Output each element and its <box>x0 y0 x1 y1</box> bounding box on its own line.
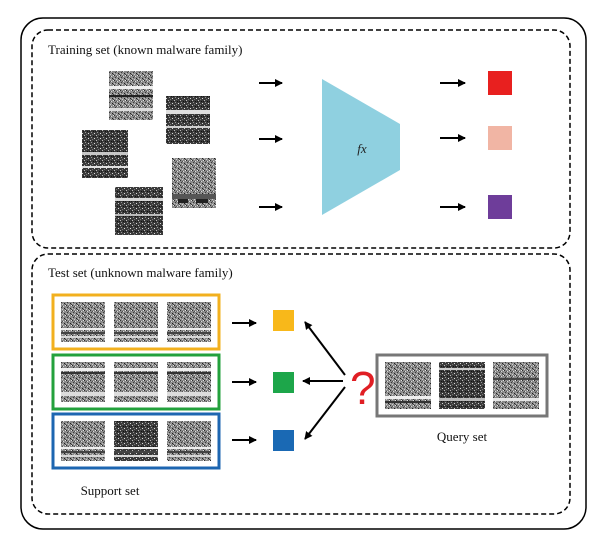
output-class-square <box>488 71 512 95</box>
question-mark: ? <box>350 362 376 414</box>
support-image <box>167 421 211 461</box>
output-class-square <box>488 195 512 219</box>
model-fx <box>322 79 400 215</box>
training-title: Training set (known malware family) <box>48 42 242 57</box>
training-image <box>109 71 153 120</box>
test-panel <box>31 253 571 515</box>
training-image <box>172 158 216 208</box>
outer-frame <box>20 17 587 530</box>
support-set-label: Support set <box>81 483 140 498</box>
support-class-frame <box>51 353 221 411</box>
support-image <box>114 302 158 342</box>
support-image <box>167 362 211 402</box>
query-set-label: Query set <box>437 429 488 444</box>
support-image <box>114 362 158 402</box>
training-image <box>82 130 128 178</box>
compare-arrow <box>304 321 346 376</box>
support-class-frame <box>51 293 221 351</box>
support-image <box>61 421 105 461</box>
support-image <box>61 302 105 342</box>
query-image <box>439 362 485 409</box>
class-square <box>273 430 294 451</box>
query-image <box>493 362 539 409</box>
compare-arrow <box>304 386 346 440</box>
query-image <box>385 362 431 409</box>
training-panel <box>31 29 571 249</box>
support-image <box>114 421 158 461</box>
model-label: fx <box>357 141 367 156</box>
output-class-square <box>488 126 512 150</box>
class-square <box>273 310 294 331</box>
training-image <box>115 187 163 235</box>
support-image <box>61 362 105 402</box>
test-title: Test set (unknown malware family) <box>48 265 233 280</box>
class-square <box>273 372 294 393</box>
support-image <box>167 302 211 342</box>
support-class-frame <box>51 412 221 470</box>
training-image <box>166 96 210 144</box>
query-set-frame <box>375 353 549 418</box>
